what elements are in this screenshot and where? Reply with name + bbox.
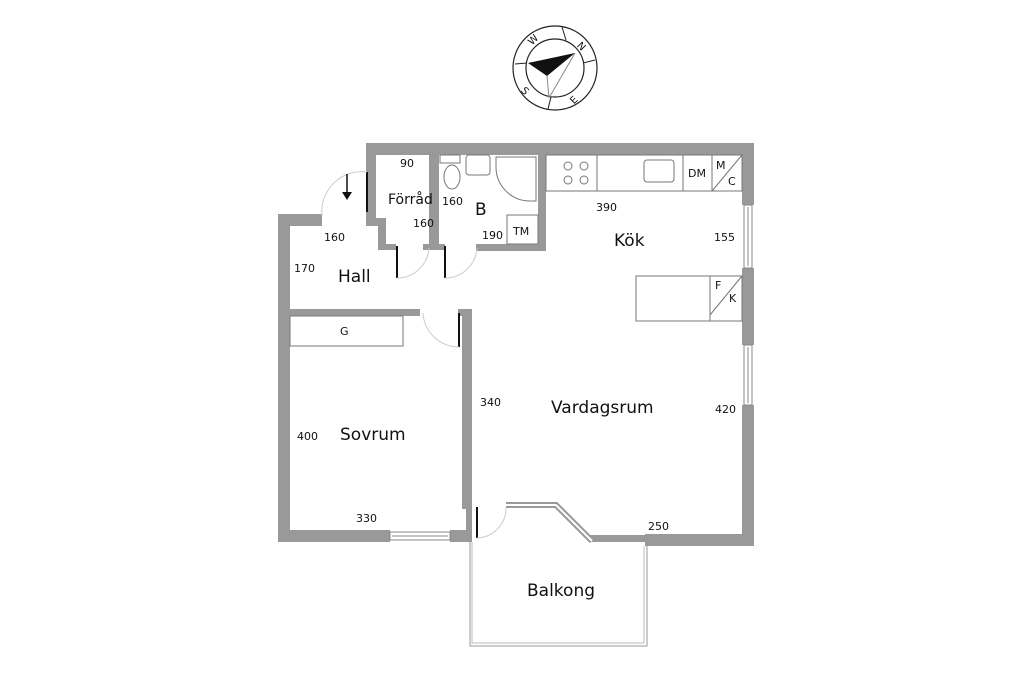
wardrobe-label: G (340, 325, 349, 338)
room-living: Vardagsrum (551, 398, 654, 418)
dim-kitchen-w: 390 (596, 201, 617, 214)
walls (278, 143, 754, 546)
dishwasher-label: DM (688, 167, 706, 180)
room-bath: B (475, 200, 487, 220)
fixtures: TM DM M C F K G (289, 154, 743, 347)
dim-living-w: 250 (648, 520, 669, 533)
room-forrad: Förråd (388, 191, 433, 208)
stove-icon (563, 161, 589, 185)
sink-icon (643, 159, 675, 183)
room-bedroom: Sovrum (340, 425, 406, 445)
fridge-label: F (715, 279, 721, 292)
dim-bedroom-w: 330 (356, 512, 377, 525)
compass-s: S (518, 85, 530, 97)
compass-rose: N E S W (512, 25, 598, 111)
dim-bath-w: 190 (482, 229, 503, 242)
m-label: M (716, 159, 726, 172)
compass-needle-icon (528, 53, 575, 76)
freezer-label: K (729, 292, 737, 305)
dim-hall-h: 170 (294, 262, 315, 275)
room-hall: Hall (338, 267, 371, 287)
dim-hall-w: 160 (324, 231, 345, 244)
doors (321, 171, 507, 539)
dim-forrad-h: 160 (413, 217, 434, 230)
compass-e: E (568, 95, 580, 107)
balcony (469, 542, 648, 647)
room-balcony: Balkong (527, 581, 595, 601)
dim-living-h-left: 340 (480, 396, 501, 409)
dim-bedroom-h: 400 (297, 430, 318, 443)
towel-dryer-label: TM (512, 225, 529, 238)
dim-bath-h: 160 (442, 195, 463, 208)
room-kitchen: Kök (614, 231, 645, 251)
windows (389, 204, 753, 544)
dim-living-h-right: 420 (715, 403, 736, 416)
dim-kitchen-h: 155 (714, 231, 735, 244)
c-label: C (728, 175, 736, 188)
dim-forrad-w: 90 (400, 157, 414, 170)
compass-n: N (574, 40, 587, 53)
